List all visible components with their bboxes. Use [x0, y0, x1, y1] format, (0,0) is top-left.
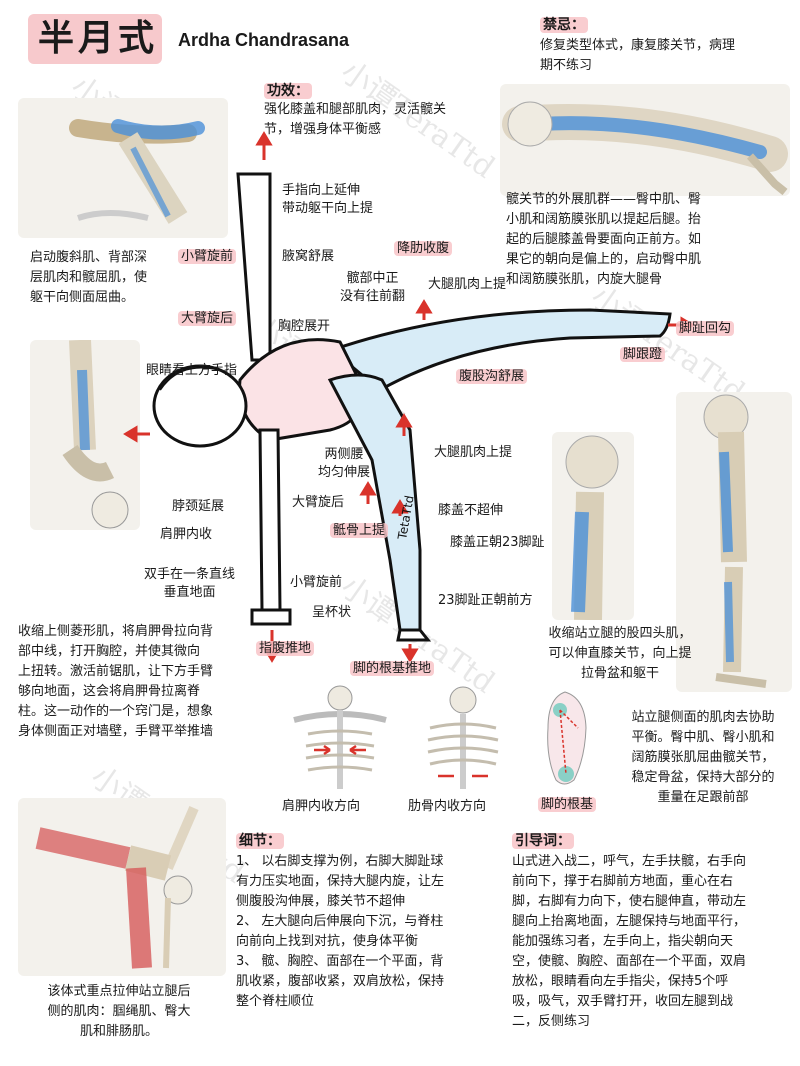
- label-toe-hook: 脚趾回勾: [676, 320, 735, 338]
- guidance-text: 山式进入战二，呼气，左手扶髋，右手向 前向下，撑于右脚前方地面，重心在右 脚，右…: [512, 854, 747, 1029]
- label-forearm-rotate-in-low: 小臂旋前: [290, 575, 343, 590]
- scapula-skeleton-illustration: [274, 684, 406, 794]
- details-heading: 细节：: [236, 830, 284, 850]
- benefits-heading: 功效：: [264, 80, 312, 100]
- title-highlight: [28, 14, 162, 64]
- anatomy-full-pose-illustration: [18, 798, 226, 976]
- scapula-caption: 肩胛内收方向: [282, 799, 361, 814]
- rib-skeleton-illustration: [408, 684, 518, 794]
- page-title: 半月式: [38, 18, 159, 59]
- label-armpit: 腋窝舒展: [282, 249, 335, 264]
- label-fingers-up: 手指向上延伸 带动躯干向上提: [282, 183, 374, 216]
- foot-base-diagram: [530, 688, 600, 788]
- note-mid-right: 收缩站立腿的股四头肌， 可以伸直膝关节，向上提 拉骨盆和躯干: [548, 626, 692, 681]
- label-eyes-up: 眼睛看上方手指: [146, 363, 238, 378]
- label-kneecap-forward: 膝盖正朝23脚趾: [450, 535, 545, 550]
- label-press-floor: 指腹推地: [256, 640, 315, 658]
- benefits-text: 强化膝盖和腿部肌肉，灵活髋关 节，增强身体平衡感: [264, 102, 447, 137]
- note-top-right: 髋关节的外展肌群——臀中肌、臀 小肌和阔筋膜张肌以提起后腿。抬 起的后腿膝盖骨要…: [506, 192, 702, 287]
- guidance-heading: 引导词：: [512, 830, 574, 850]
- label-waist-even: 两侧腰 均匀伸展: [318, 447, 371, 480]
- label-chest-open: 胸腔展开: [278, 319, 331, 334]
- half-moon-pose-figure: TetaTtd: [123, 131, 695, 663]
- label-knee-no-hyper: 膝盖不超伸: [438, 503, 504, 518]
- note-right-lower: 站立腿侧面的肌肉去协助 平衡。臀中肌、臀小肌和 阔筋膜张肌屈曲髋关节， 稳定骨盆…: [631, 710, 775, 805]
- label-hands-line: 双手在一条直线 垂直地面: [144, 567, 236, 600]
- label-toes-forward: 23脚趾正朝前方: [438, 593, 533, 608]
- anatomy-knee-illustration: [552, 432, 634, 620]
- anatomy-arm-illustration: [30, 340, 140, 530]
- label-neck-extend: 脖颈延展: [172, 499, 225, 514]
- anatomy-torso-illustration: [18, 98, 228, 238]
- label-upper-arm-rotate-out: 大臂旋后: [178, 310, 237, 328]
- contraindication-text: 修复类型体式，康复膝关节，病理 期不练习: [540, 38, 736, 73]
- label-ribs-drop: 降肋收腹: [394, 240, 453, 258]
- label-groin-stretch: 腹股沟舒展: [456, 368, 528, 386]
- label-hip-square: 髋部中正 没有往前翻: [340, 271, 406, 304]
- label-thigh-lift-standing: 大腿肌肉上提: [434, 445, 513, 460]
- anatomy-leg-illustration: [500, 84, 790, 196]
- page-subtitle: Ardha Chandrasana: [178, 30, 350, 50]
- note-bottom-left: 该体式重点拉伸站立腿后 侧的肌肉：腘绳肌、臀大 肌和腓肠肌。: [47, 984, 191, 1039]
- label-cup-shape: 呈杯状: [312, 605, 352, 620]
- foot-caption: 脚的根基: [538, 796, 597, 814]
- label-upper-arm-rotate-out-low: 大臂旋后: [292, 495, 345, 510]
- label-shoulder-adduct: 肩胛内收: [160, 527, 213, 542]
- label-heel-push: 脚跟蹬: [620, 346, 666, 364]
- rib-caption: 肋骨内收方向: [408, 799, 487, 814]
- anatomy-standing-leg-illustration: [676, 392, 792, 692]
- details-text: 1、 以右脚支撑为例，右脚大脚趾球 有力压实地面，保持大腿内旋，让左 侧腹股沟伸…: [236, 854, 445, 1009]
- note-mid-left: 收缩上侧菱形肌，将肩胛骨拉向背 部中线，打开胸腔，并使其微向 上扭转。激活前锯肌…: [18, 624, 214, 739]
- contraindication-heading: 禁忌：: [540, 14, 588, 34]
- label-foot-base-push: 脚的根基推地: [350, 660, 435, 678]
- label-thigh-lift-top: 大腿肌肉上提: [428, 277, 507, 292]
- label-forearm-rotate-in: 小臂旋前: [178, 248, 237, 266]
- label-sacrum-lift: 骶骨上提: [330, 522, 389, 540]
- note-top-left: 启动腹斜肌、背部深 层肌肉和髋屈肌，使 躯干向侧面屈曲。: [30, 250, 148, 305]
